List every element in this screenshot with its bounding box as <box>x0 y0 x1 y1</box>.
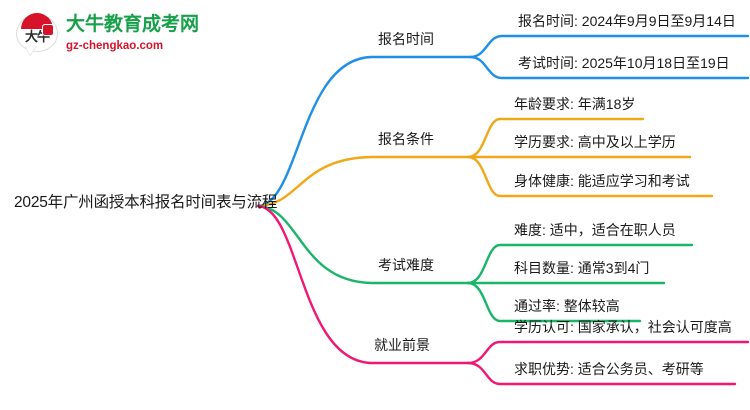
edge-group-branch-3 <box>256 204 694 323</box>
edge-root-to-branch-4 <box>256 204 470 365</box>
leaf-label-2-1[interactable]: 年龄要求: 年满18岁 <box>514 96 636 112</box>
leaf-label-2-2[interactable]: 学历要求: 高中及以上学历 <box>514 134 676 150</box>
leaf-label-1-2[interactable]: 考试时间: 2025年10月18日至19日 <box>518 55 730 71</box>
logo-title: 大牛教育成考网 <box>66 14 200 35</box>
edge-group-branch-2 <box>256 117 714 208</box>
edge-branch-3-to-leaf-3 <box>466 281 642 323</box>
edge-branch-4-to-leaf-1 <box>466 340 750 365</box>
edge-group-branch-4 <box>256 204 750 386</box>
logo-mark-icon: 大牛 <box>14 12 60 58</box>
leaf-label-4-1[interactable]: 学历认可: 国家承认，社会认可度高 <box>514 319 732 335</box>
edge-root-to-branch-1 <box>256 55 472 208</box>
logo-subtitle: gz-chengkao.com <box>66 40 164 52</box>
edge-group-branch-1 <box>256 34 750 208</box>
red-dot-shape <box>42 24 54 36</box>
edge-root-to-branch-2 <box>256 155 470 208</box>
speech-bubble-tail <box>25 45 37 55</box>
branch-label-2[interactable]: 报名条件 <box>378 131 434 147</box>
branch-label-4[interactable]: 就业前景 <box>374 337 430 353</box>
edge-branch-1-to-leaf-2 <box>468 55 750 80</box>
edge-branch-1-to-leaf-1 <box>468 34 750 59</box>
edge-branch-4-to-leaf-2 <box>466 361 737 386</box>
root-node-label[interactable]: 2025年广州函授本科报名时间表与流程 <box>14 194 278 211</box>
leaf-label-1-1[interactable]: 报名时间: 2024年9月9日至9月14日 <box>518 13 736 29</box>
edge-branch-3-to-leaf-1 <box>466 243 694 285</box>
edge-root-to-branch-3 <box>256 204 470 285</box>
edge-branch-2-to-leaf-1 <box>466 117 645 159</box>
leaf-label-3-3[interactable]: 通过率: 整体较高 <box>514 298 620 314</box>
leaf-label-3-1[interactable]: 难度: 适中，适合在职人员 <box>514 222 676 238</box>
logo-text-block: 大牛教育成考网 gz-chengkao.com <box>66 13 206 55</box>
leaf-label-4-2[interactable]: 求职优势: 适合公务员、考研等 <box>514 361 704 377</box>
leaf-label-3-2[interactable]: 科目数量: 通常3到4门 <box>514 260 650 276</box>
branch-label-1[interactable]: 报名时间 <box>378 31 434 47</box>
site-logo: 大牛 大牛教育成考网 gz-chengkao.com <box>14 8 204 62</box>
branch-label-3[interactable]: 考试难度 <box>378 257 434 273</box>
leaf-label-2-3[interactable]: 身体健康: 能适应学习和考试 <box>514 173 690 189</box>
edge-branch-2-to-leaf-3 <box>466 155 714 198</box>
